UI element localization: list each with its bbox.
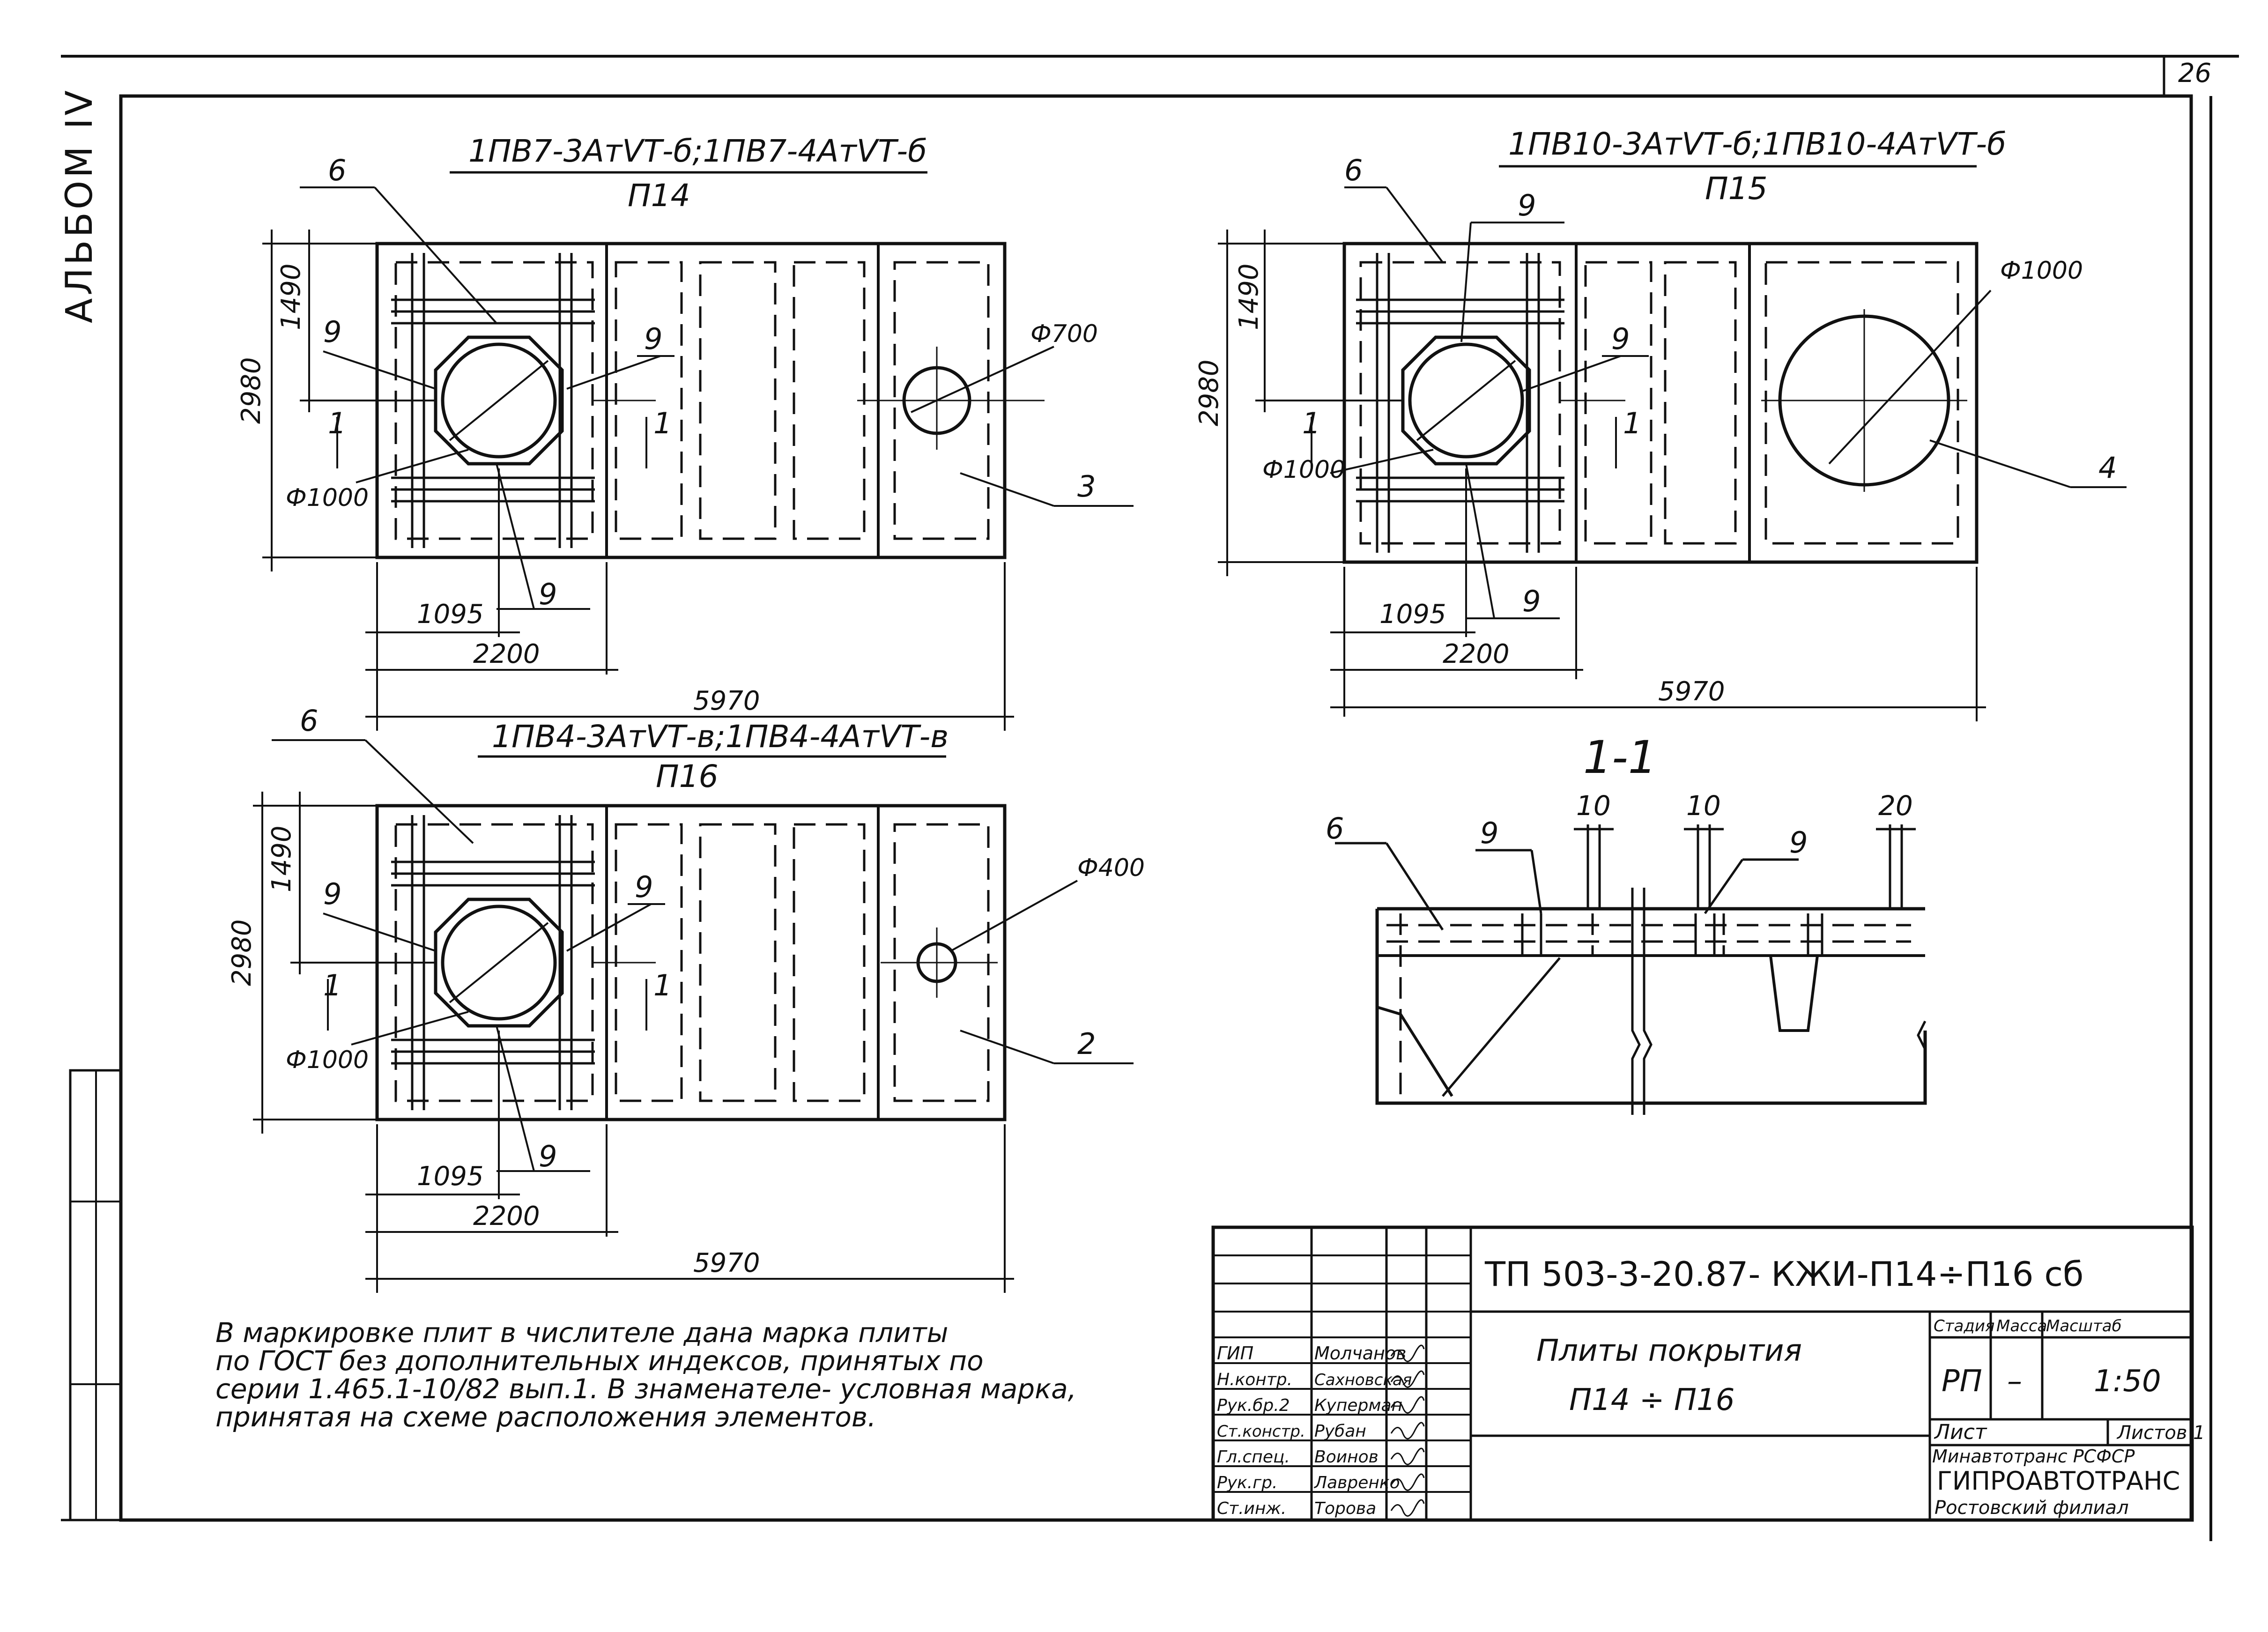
section-label-9b: 9 — [1789, 825, 1808, 860]
staff-list: ГИП Молчанов Н.контр. Сахновская Рук.бр.… — [1217, 1343, 1412, 1518]
title-code: ТП 503-3-20.87- КЖИ-П14÷П16 сб — [1484, 1254, 2083, 1294]
plan-p16-dim-2980: 2980 — [227, 919, 257, 986]
plan-p14-callout-slab: 3 — [1077, 469, 1096, 504]
title-block: ТП 503-3-20.87- КЖИ-П14÷П16 сб Плиты пок… — [1211, 1225, 2205, 1522]
plan-p15-callout-9c: 9 — [1522, 584, 1541, 618]
general-note: В маркировке плит в числителе дана марка… — [215, 1317, 1076, 1433]
plan-p15-title: 1ПВ10-3АтVТ-б;1ПВ10-4АтVТ-б — [1508, 126, 2006, 162]
staff-name-6: Лавренко — [1313, 1473, 1400, 1492]
plan-p16-title: 1ПВ4-3АтVТ-в;1ПВ4-4АтVТ-в — [492, 719, 949, 755]
section-label-10a: 10 — [1576, 790, 1611, 822]
section-label-6: 6 — [1326, 811, 1344, 846]
plan-p15-callout-9b: 9 — [1611, 322, 1630, 356]
plan-p14-section-mark-l: 1 — [328, 406, 346, 440]
scale-header: Масштаб — [2046, 1317, 2122, 1335]
staff-name-4: Рубан — [1314, 1422, 1366, 1441]
plan-p15-subtitle: П15 — [1705, 171, 1768, 207]
plan-p16-hole-label: Ф400 — [1077, 854, 1145, 882]
plan-p15-dim-1490: 1490 — [1234, 263, 1264, 330]
section-label-10b: 10 — [1686, 790, 1721, 822]
staff-role-4: Ст.констр. — [1217, 1422, 1305, 1441]
section-title: 1-1 — [1583, 731, 1657, 784]
sheet-label: Лист — [1934, 1420, 1987, 1444]
plan-p14-dim-1095: 1095 — [417, 599, 484, 630]
staff-role-7: Ст.инж. — [1217, 1499, 1286, 1518]
plan-p15-dim-1095: 1095 — [1379, 599, 1446, 630]
plan-p16-callout-slab: 2 — [1077, 1027, 1096, 1061]
plan-p15-dim-5970: 5970 — [1658, 676, 1725, 707]
staff-role-5: Гл.спец. — [1217, 1447, 1290, 1467]
mass-header: Масса — [1996, 1317, 2047, 1335]
plan-p14-callout-9b: 9 — [644, 322, 662, 356]
plan-p14-callout-phi1000: Ф1000 — [286, 484, 369, 512]
plan-p14-callout-6: 6 — [328, 153, 346, 187]
plan-p16-dim-2200: 2200 — [473, 1201, 540, 1231]
staff-name-7: Торова — [1314, 1499, 1376, 1518]
staff-role-6: Рук.гр. — [1217, 1473, 1277, 1492]
note-line-3: серии 1.465.1-10/82 вып.1. В знаменателе… — [215, 1373, 1076, 1405]
plan-p15-section-mark-l: 1 — [1302, 406, 1320, 440]
note-line-1: В маркировке плит в числителе дана марка… — [215, 1317, 948, 1349]
plan-p15-callout-slab: 4 — [2098, 451, 2117, 485]
plan-p15-section-mark-r: 1 — [1623, 406, 1641, 440]
plan-p14-dim-1490: 1490 — [276, 263, 306, 330]
stage-header: Стадия — [1934, 1317, 1994, 1335]
title-name-1: Плиты покрытия — [1536, 1334, 1802, 1368]
note-line-4: принятая на схеме расположения элементов… — [215, 1401, 876, 1433]
plan-p15-dim-2200: 2200 — [1443, 639, 1510, 669]
plan-p15-dim-2980: 2980 — [1194, 359, 1224, 426]
sheet-number: 26 — [2178, 58, 2211, 89]
plan-p14-callout-9c: 9 — [539, 577, 557, 611]
staff-role-3: Рук.бр.2 — [1217, 1396, 1290, 1415]
scale-value: 1:50 — [2094, 1364, 2161, 1399]
org-line-1: Минавтотранс РСФСР — [1932, 1446, 2135, 1467]
plan-p14-dim-2200: 2200 — [473, 639, 540, 669]
section-label-9a: 9 — [1480, 816, 1498, 850]
plan-p16-callout-9c: 9 — [539, 1139, 557, 1173]
plan-p16-section-mark-l: 1 — [323, 968, 341, 1002]
section-label-20: 20 — [1878, 790, 1913, 822]
plan-p15: 1ПВ10-3АтVТ-б;1ПВ10-4АтVТ-б П15 — [1194, 126, 2127, 721]
plan-p16-callout-9a: 9 — [323, 877, 341, 911]
org-line-2: ГИПРОАВТОТРАНС — [1937, 1466, 2180, 1496]
plan-p14-section-mark-r: 1 — [653, 406, 672, 440]
plan-p15-callout-9a: 9 — [1518, 188, 1536, 223]
plan-p15-hole-label: Ф1000 — [2000, 257, 2083, 285]
note-line-2: по ГОСТ без дополнительных индексов, при… — [215, 1345, 984, 1377]
staff-role-1: ГИП — [1217, 1343, 1253, 1364]
org-line-3: Ростовский филиал — [1934, 1497, 2129, 1519]
plan-p16-dim-1490: 1490 — [267, 825, 297, 892]
plan-p16: 1ПВ4-3АтVТ-в;1ПВ4-4АтVТ-в П16 — [227, 704, 1145, 1293]
plan-p14-dim-2980: 2980 — [236, 357, 267, 424]
plan-p14-dim-5970: 5970 — [693, 686, 760, 716]
mass-value: – — [2007, 1364, 2022, 1399]
plan-p14-callout-9a: 9 — [323, 315, 341, 349]
staff-name-2: Сахновская — [1314, 1371, 1412, 1389]
plan-p16-dim-5970: 5970 — [693, 1248, 760, 1278]
plan-p14: 1ПВ7-3АтVТ-б;1ПВ7-4АтVТ-б П14 — [236, 133, 1134, 731]
staff-name-3: Куперман — [1314, 1396, 1402, 1415]
section-1-1: 1-1 — [1326, 731, 1927, 1115]
plan-p16-callout-9b: 9 — [635, 870, 653, 904]
plan-p15-callout-phi1000: Ф1000 — [1262, 456, 1345, 484]
plan-p16-dim-1095: 1095 — [417, 1161, 484, 1192]
title-name-2: П14 ÷ П16 — [1569, 1383, 1734, 1417]
plan-p14-title: 1ПВ7-3АтVТ-б;1ПВ7-4АтVТ-б — [468, 133, 927, 169]
signature-marks — [1390, 1344, 1425, 1517]
plan-p14-hole-label: Ф700 — [1030, 320, 1098, 348]
staff-name-5: Воинов — [1314, 1447, 1379, 1467]
stage-value: РП — [1942, 1364, 1982, 1399]
plan-p16-subtitle: П16 — [656, 758, 719, 794]
staff-role-2: Н.контр. — [1217, 1370, 1292, 1389]
album-label: АЛЬБОМ IV — [59, 88, 101, 323]
sheet-frame — [61, 55, 2239, 1541]
plan-p16-callout-6: 6 — [300, 704, 318, 738]
plan-p15-callout-6: 6 — [1344, 153, 1363, 187]
plan-p16-section-mark-r: 1 — [653, 968, 672, 1002]
plan-p16-callout-phi1000: Ф1000 — [286, 1046, 369, 1074]
staff-name-1: Молчанов — [1314, 1343, 1407, 1364]
plan-p14-subtitle: П14 — [628, 178, 690, 214]
sheets-label: Листов 1 — [2116, 1422, 2205, 1444]
